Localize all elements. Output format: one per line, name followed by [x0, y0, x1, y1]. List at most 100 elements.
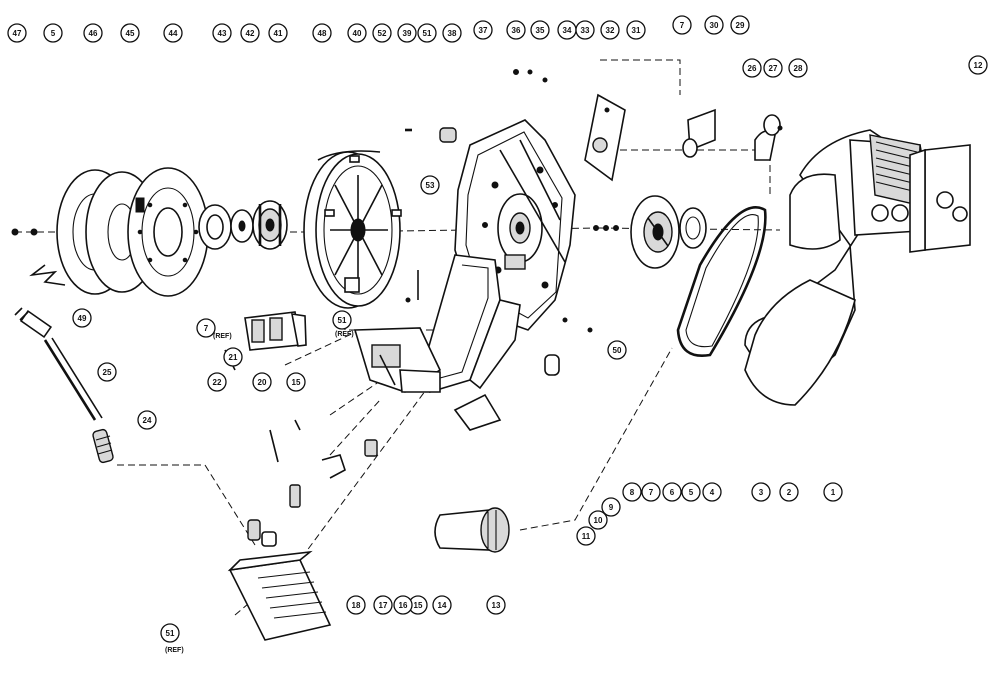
callout-number: 50 — [613, 346, 622, 355]
callout-29: 29 — [730, 15, 750, 35]
callout-circle — [442, 23, 462, 43]
callout-8: 8 — [622, 482, 642, 502]
callout-number: 7 — [680, 21, 685, 30]
idler-ring-3 — [679, 207, 707, 249]
callout-number: 11 — [582, 532, 591, 541]
callout-number: 38 — [448, 29, 457, 38]
callout-circle — [968, 55, 988, 75]
callout-31: 31 — [626, 20, 646, 40]
callout-7: 7 — [641, 482, 661, 502]
callout-number: 9 — [609, 503, 614, 512]
callout-17: 17 — [373, 595, 393, 615]
callout-number: 4 — [710, 488, 715, 497]
terminal-cover-18 — [227, 550, 332, 641]
callout-47: 47 — [7, 23, 27, 43]
callout-22: 22 — [207, 372, 227, 392]
callout-number: 16 — [399, 601, 408, 610]
callout-7: 7 — [672, 15, 692, 35]
callout-circle — [486, 595, 506, 615]
callout-number: 39 — [403, 29, 412, 38]
callout-36: 36 — [506, 20, 526, 40]
callout-number: 2 — [787, 488, 792, 497]
callout-44: 44 — [163, 23, 183, 43]
callout-51: 51 — [332, 310, 352, 330]
callout-number: 27 — [769, 64, 778, 73]
callout-number: 36 — [512, 26, 521, 35]
callout-number: 7 — [204, 324, 209, 333]
callout-21: 21 — [223, 347, 243, 367]
callout-number: 26 — [748, 64, 757, 73]
callout-circle — [240, 23, 260, 43]
callout-circle — [506, 20, 526, 40]
callout-2: 2 — [779, 482, 799, 502]
callout-circle — [393, 595, 413, 615]
callout-40: 40 — [347, 23, 367, 43]
callout-6: 6 — [662, 482, 682, 502]
terminal-block-21 — [244, 311, 307, 351]
callout-circle — [742, 58, 762, 78]
callout-number: 15 — [292, 378, 301, 387]
callout-circle — [72, 308, 92, 328]
callout-circle — [196, 318, 216, 338]
callout-circle — [347, 23, 367, 43]
callout-49: 49 — [72, 308, 92, 328]
callout-37: 37 — [473, 20, 493, 40]
strain-relief-24 — [92, 428, 114, 464]
callout-4: 4 — [702, 482, 722, 502]
end-cap-12 — [909, 144, 971, 253]
callout-number: 14 — [438, 601, 447, 610]
callout-circle — [332, 310, 352, 330]
callout-18: 18 — [346, 595, 366, 615]
callout-circle — [730, 15, 750, 35]
callout-43: 43 — [212, 23, 232, 43]
callout-52: 52 — [372, 23, 392, 43]
spring-clips — [289, 439, 378, 508]
callout-circle — [120, 23, 140, 43]
bearing-41 — [252, 200, 288, 250]
callout-circle — [312, 23, 332, 43]
callout-51: 51 — [417, 23, 437, 43]
callout-46: 46 — [83, 23, 103, 43]
callout-number: 32 — [606, 26, 615, 35]
callout-number: 13 — [492, 601, 501, 610]
callout-circle — [588, 510, 608, 530]
callout-circle — [212, 23, 232, 43]
callout-number: 8 — [630, 488, 635, 497]
callout-11: 11 — [576, 526, 596, 546]
callout-number: 31 — [632, 26, 641, 35]
callout-32: 32 — [600, 20, 620, 40]
callout-number: 29 — [736, 21, 745, 30]
callout-12: 12 — [968, 55, 988, 75]
callout-number: 30 — [710, 21, 719, 30]
callout-circle — [702, 482, 722, 502]
callout-circle — [420, 175, 440, 195]
callout-circle — [163, 23, 183, 43]
callout-number: 22 — [213, 378, 222, 387]
callout-circle — [417, 23, 437, 43]
callout-number: 6 — [670, 488, 675, 497]
callout-circle — [763, 58, 783, 78]
callout-1: 1 — [823, 482, 843, 502]
callout-circle — [207, 372, 227, 392]
callout-circle — [286, 372, 306, 392]
callout-circle — [43, 23, 63, 43]
callout-number: 40 — [353, 29, 362, 38]
callout-number: 17 — [379, 601, 388, 610]
callout-48: 48 — [312, 23, 332, 43]
callout-circle — [346, 595, 366, 615]
callout-20: 20 — [252, 372, 272, 392]
callout-number: 28 — [794, 64, 803, 73]
callout-number: 10 — [594, 516, 603, 525]
callout-number: 41 — [274, 29, 283, 38]
callout-number: 20 — [258, 378, 267, 387]
callout-number: 5 — [689, 488, 694, 497]
plate-10-11 — [453, 393, 502, 431]
bushing-22 — [247, 519, 277, 547]
callout-24: 24 — [137, 410, 157, 430]
callout-circle — [626, 20, 646, 40]
callout-5: 5 — [43, 23, 63, 43]
callout-number: 33 — [581, 26, 590, 35]
drive-pulley-6 — [630, 195, 680, 269]
callout-3: 3 — [751, 482, 771, 502]
callout-circle — [530, 20, 550, 40]
